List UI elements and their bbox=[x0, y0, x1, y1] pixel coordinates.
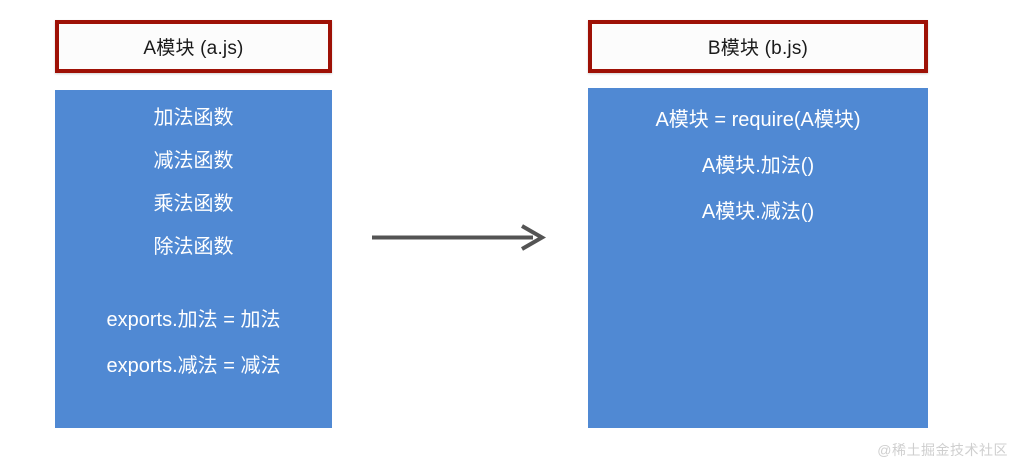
module-a-body: 加法函数 减法函数 乘法函数 除法函数 exports.加法 = 加法 expo… bbox=[55, 90, 332, 428]
module-a-title-box: A模块 (a.js) bbox=[55, 20, 332, 73]
module-b-title: B模块 (b.js) bbox=[707, 38, 809, 59]
module-a-line-5: exports.加法 = 加法 bbox=[106, 309, 281, 331]
module-b-line-1: A模块 = require(A模块) bbox=[655, 109, 861, 131]
module-a-line-6: exports.减法 = 减法 bbox=[106, 355, 281, 377]
module-b-body: A模块 = require(A模块) A模块.加法() A模块.减法() bbox=[588, 88, 928, 428]
module-a-gap bbox=[55, 280, 332, 310]
module-a-line-2: 减法函数 bbox=[153, 150, 234, 172]
module-b-title-box: B模块 (b.js) bbox=[588, 20, 928, 73]
arrow-icon bbox=[372, 224, 547, 251]
require-arrow bbox=[370, 222, 550, 254]
module-b-line-2: A模块.加法() bbox=[701, 155, 815, 177]
module-a-title: A模块 (a.js) bbox=[143, 38, 244, 59]
module-a-line-3: 乘法函数 bbox=[153, 193, 234, 215]
module-a-line-4: 除法函数 bbox=[153, 236, 234, 258]
module-a: A模块 (a.js) 加法函数 减法函数 乘法函数 除法函数 exports.加… bbox=[55, 20, 332, 428]
module-a-line-1: 加法函数 bbox=[153, 107, 234, 129]
module-b-line-3: A模块.减法() bbox=[701, 201, 815, 223]
watermark: @稀土掘金技术社区 bbox=[877, 442, 1008, 458]
module-b: B模块 (b.js) A模块 = require(A模块) A模块.加法() A… bbox=[588, 20, 928, 428]
